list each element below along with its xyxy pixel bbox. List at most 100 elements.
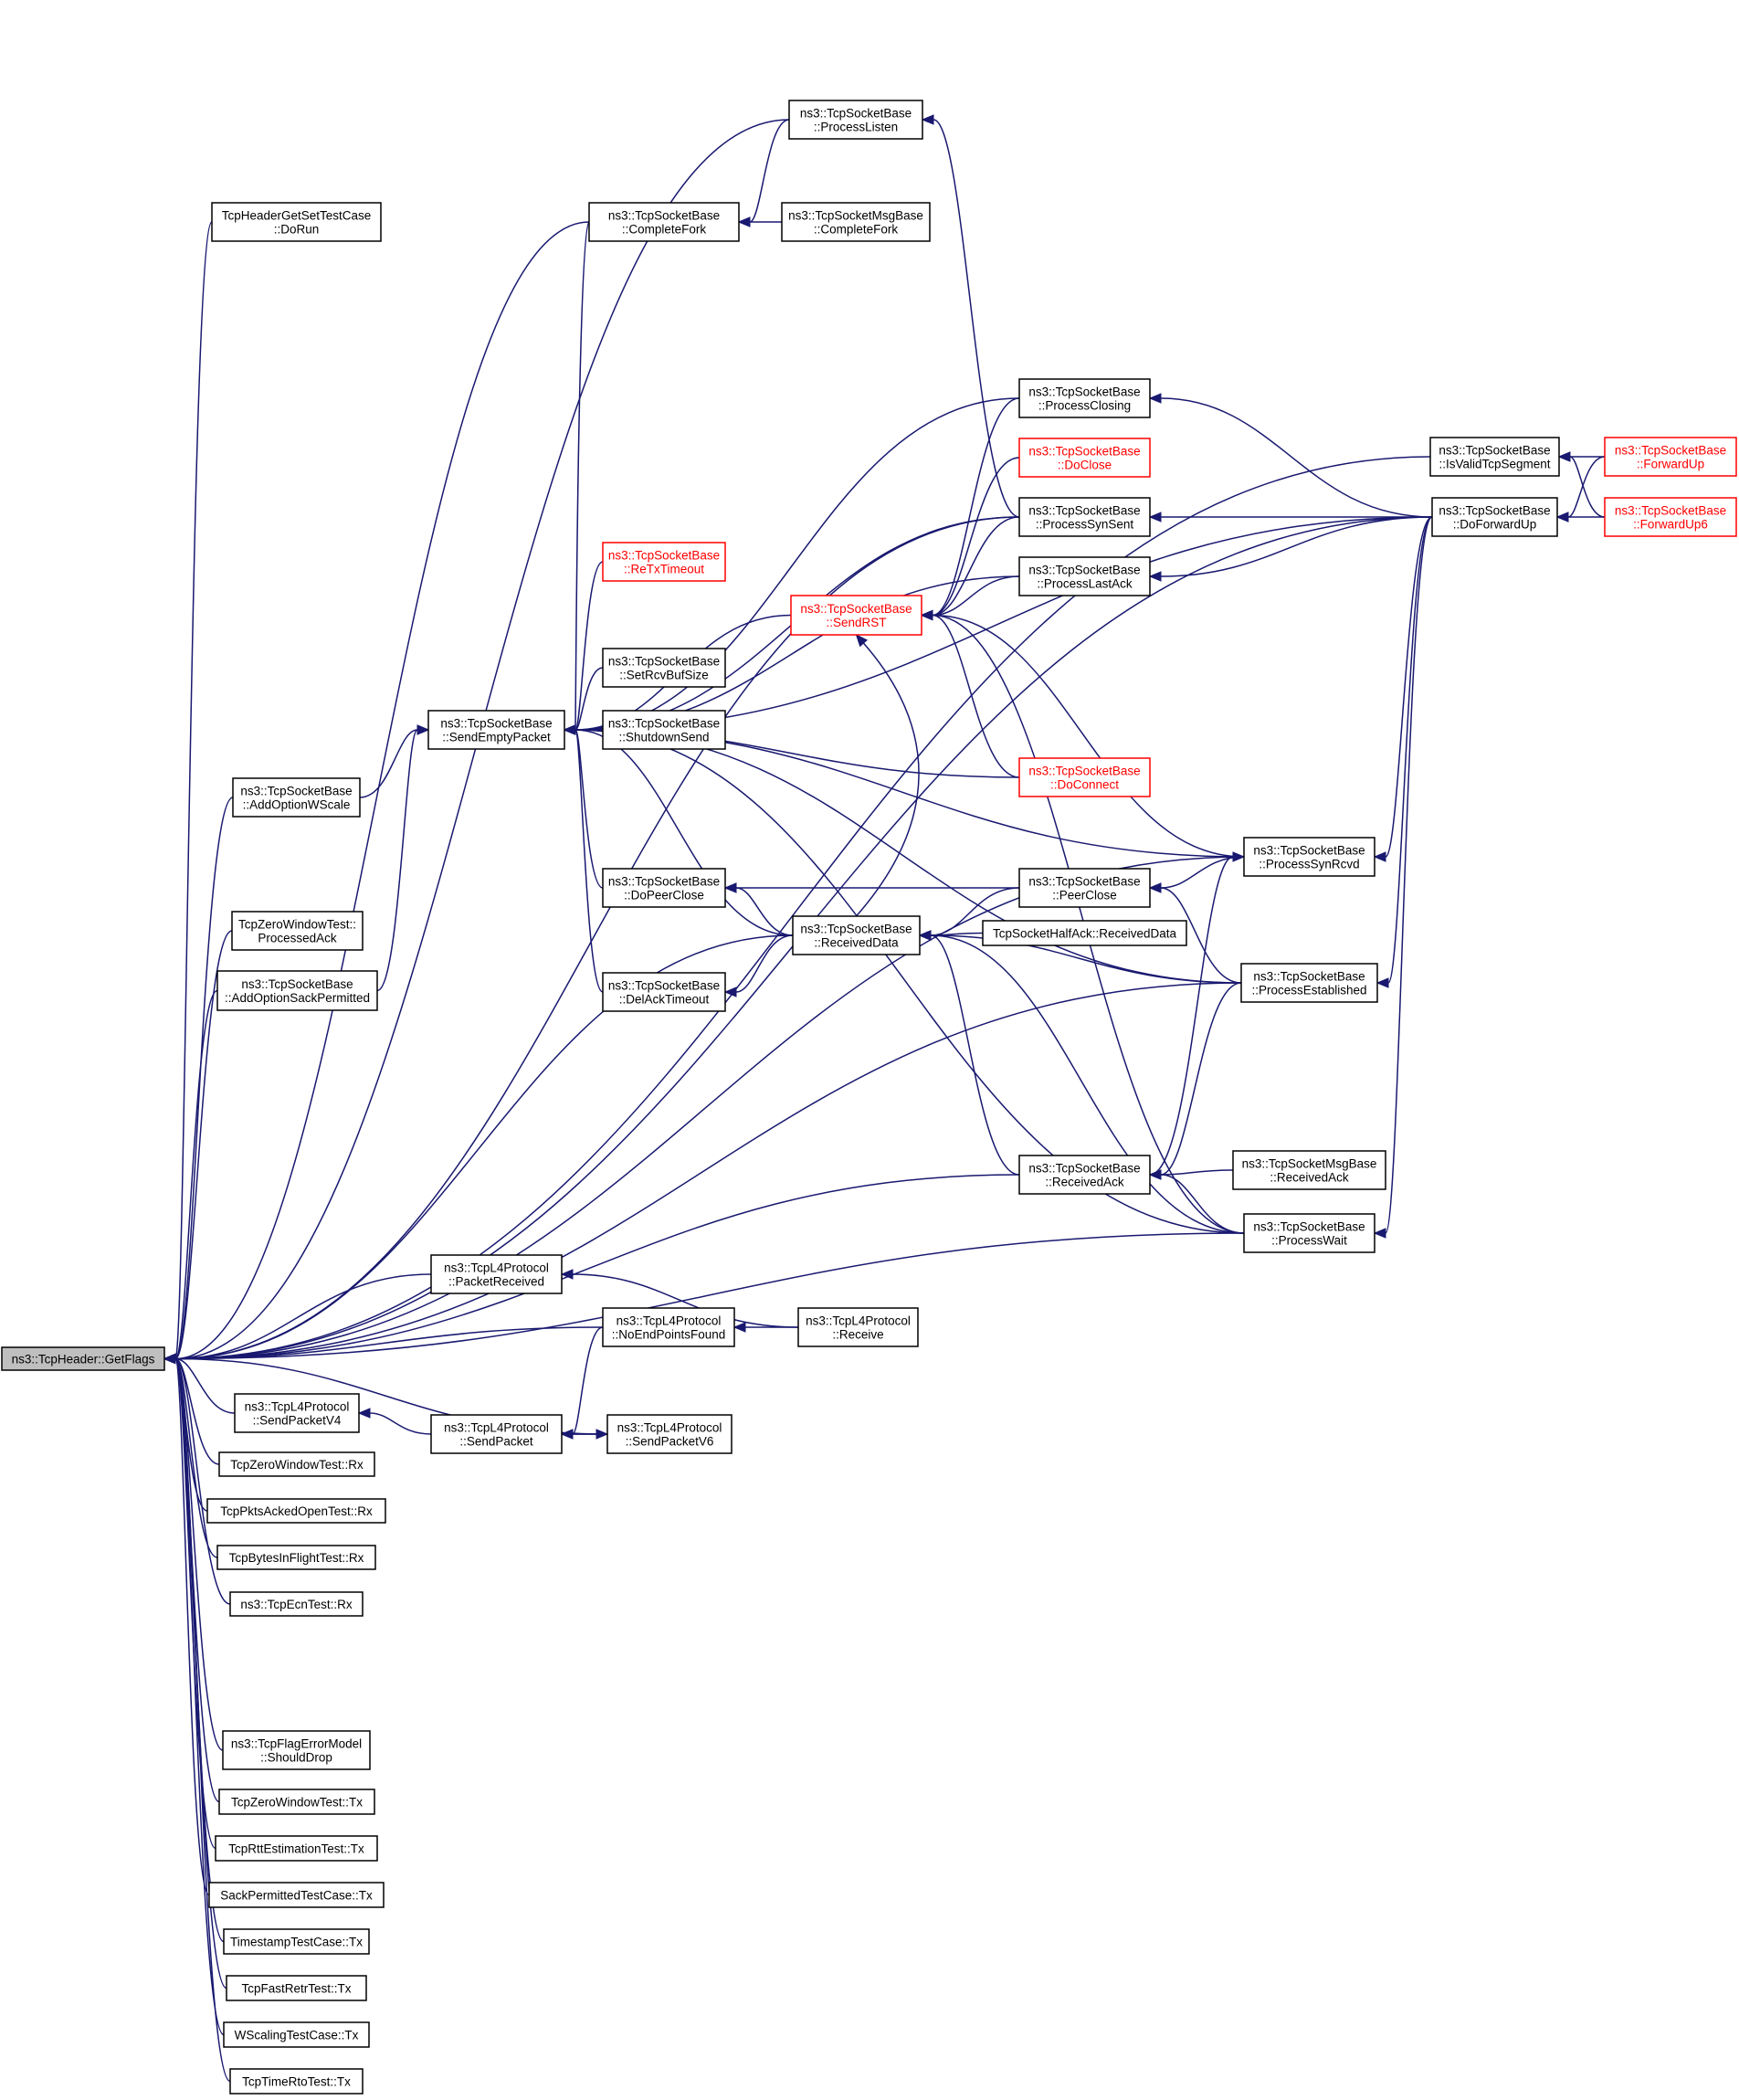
node-retx[interactable]: ns3::TcpSocketBase::ReTxTimeout xyxy=(602,542,726,582)
node-doforwardup[interactable]: ns3::TcpSocketBase::DoForwardUp xyxy=(1431,497,1558,537)
node-sendrst[interactable]: ns3::TcpSocketBase::SendRST xyxy=(790,595,922,636)
node-forwardup6[interactable]: ns3::TcpSocketBase::ForwardUp6 xyxy=(1604,497,1737,537)
node-zwprocack[interactable]: TcpZeroWindowTest::ProcessedAck xyxy=(231,911,364,951)
edge-procwait-to-recvdata xyxy=(918,930,1245,1234)
node-zwrx[interactable]: TcpZeroWindowTest::Rx xyxy=(218,1451,375,1477)
node-sendv4[interactable]: ns3::TcpL4Protocol::SendPacketV4 xyxy=(234,1393,360,1433)
node-procest[interactable]: ns3::TcpSocketBase::ProcessEstablished xyxy=(1240,963,1378,1003)
edge-rtttx-to-getflags xyxy=(163,1353,216,1850)
node-box xyxy=(226,1975,367,2001)
node-completefork[interactable]: ns3::TcpSocketBase::CompleteFork xyxy=(588,202,740,242)
arrowhead-icon xyxy=(732,1322,746,1333)
edge-forwardup6-to-doforwardup xyxy=(1555,512,1606,522)
node-getflags[interactable]: ns3::TcpHeader::GetFlags xyxy=(1,1346,165,1371)
node-label: ns3::TcpL4Protocol xyxy=(806,1314,911,1328)
node-setrcvbuf[interactable]: ns3::TcpSocketBase::SetRcvBufSize xyxy=(602,648,726,688)
node-label: ::SendPacketV4 xyxy=(253,1414,342,1428)
arrowhead-icon xyxy=(1373,851,1386,862)
node-label: ::IsValidTcpSegment xyxy=(1439,458,1550,471)
edge-peerclose-to-dopeerclose xyxy=(723,882,1019,893)
node-label: ::ForwardUp6 xyxy=(1633,518,1708,532)
node-rtotx[interactable]: TcpTimeRtoTest::Tx xyxy=(229,2068,364,2095)
node-label: ::ShouldDrop xyxy=(260,1751,332,1765)
node-zwtx[interactable]: TcpZeroWindowTest::Tx xyxy=(218,1789,375,1815)
node-sendempty[interactable]: ns3::TcpSocketBase::SendEmptyPacket xyxy=(427,710,565,750)
edge-recvack-to-procsynrcvd xyxy=(1149,851,1246,1176)
node-label: ns3::TcpEcnTest::Rx xyxy=(240,1598,353,1611)
node-sendv6[interactable]: ns3::TcpL4Protocol::SendPacketV6 xyxy=(606,1414,732,1454)
node-addsack[interactable]: ns3::TcpSocketBase::AddOptionSackPermitt… xyxy=(216,970,378,1011)
arrowhead-icon xyxy=(1557,451,1571,462)
node-recvdata[interactable]: ns3::TcpSocketBase::ReceivedData xyxy=(792,915,921,955)
node-sacktx[interactable]: SackPermittedTestCase::Tx xyxy=(208,1882,385,1908)
node-box xyxy=(222,1730,371,1770)
node-tstx[interactable]: TimestampTestCase::Tx xyxy=(223,1928,370,1955)
node-shutdownsend[interactable]: ns3::TcpSocketBase::ShutdownSend xyxy=(602,710,726,750)
node-packetrecv[interactable]: ns3::TcpL4Protocol::PacketReceived xyxy=(430,1254,563,1294)
node-box xyxy=(602,542,726,582)
node-procsynrcvd[interactable]: ns3::TcpSocketBase::ProcessSynRcvd xyxy=(1243,837,1375,877)
node-noendpoints[interactable]: ns3::TcpL4Protocol::NoEndPointsFound xyxy=(602,1307,735,1347)
node-procwait[interactable]: ns3::TcpSocketBase::ProcessWait xyxy=(1243,1213,1375,1253)
node-fastretx[interactable]: TcpFastRetrTest::Tx xyxy=(226,1975,367,2001)
node-bifrx[interactable]: TcpBytesInFlightTest::Rx xyxy=(216,1545,376,1570)
node-label: TimestampTestCase::Tx xyxy=(230,1936,363,1949)
edge-doclose-to-sendrst xyxy=(920,457,1020,621)
node-box xyxy=(232,777,361,818)
node-procsynsent[interactable]: ns3::TcpSocketBase::ProcessSynSent xyxy=(1018,497,1151,537)
node-box xyxy=(229,2068,364,2095)
node-box xyxy=(1604,437,1737,477)
node-label: ::ReTxTimeout xyxy=(624,563,704,576)
node-delack[interactable]: ns3::TcpSocketBase::DelAckTimeout xyxy=(602,972,726,1012)
node-msgfork[interactable]: ns3::TcpSocketMsgBase::CompleteFork xyxy=(781,202,931,242)
node-proclastack[interactable]: ns3::TcpSocketBase::ProcessLastAck xyxy=(1018,556,1151,596)
node-label: TcpFastRetrTest::Tx xyxy=(241,1982,351,1996)
node-addwscale[interactable]: ns3::TcpSocketBase::AddOptionWScale xyxy=(232,777,361,818)
node-forwardup[interactable]: ns3::TcpSocketBase::ForwardUp xyxy=(1604,437,1737,477)
node-label: WScalingTestCase::Tx xyxy=(235,2029,359,2042)
node-label: ns3::TcpSocketBase xyxy=(1028,875,1140,889)
edge-procsynsent-to-processlisten xyxy=(921,114,1020,518)
node-l4receive[interactable]: ns3::TcpL4Protocol::Receive xyxy=(797,1307,919,1347)
node-wstx[interactable]: WScalingTestCase::Tx xyxy=(223,2021,370,2048)
arrowhead-icon xyxy=(1375,977,1389,988)
node-sendpacket[interactable]: ns3::TcpL4Protocol::SendPacket xyxy=(430,1414,563,1454)
arrowhead-icon xyxy=(1148,393,1162,404)
edge-forwardup-to-doforwardup xyxy=(1555,456,1606,522)
node-label: ::AddOptionSackPermitted xyxy=(225,991,370,1005)
node-label: ns3::TcpSocketBase xyxy=(608,875,720,889)
node-label: ::ProcessClosing xyxy=(1038,399,1131,413)
node-headertest[interactable]: TcpHeaderGetSetTestCase::DoRun xyxy=(211,202,382,242)
node-pktsrx[interactable]: TcpPktsAckedOpenTest::Rx xyxy=(206,1498,386,1524)
node-label: ns3::TcpSocketMsgBase xyxy=(1242,1157,1377,1171)
node-recvack[interactable]: ns3::TcpSocketBase::ReceivedAck xyxy=(1018,1155,1151,1195)
node-processlisten[interactable]: ns3::TcpSocketBase::ProcessListen xyxy=(788,100,923,140)
node-label: ns3::TcpSocketBase xyxy=(1253,1220,1365,1234)
edge-completefork-to-getflags xyxy=(163,221,590,1365)
edge-doforwardup-to-procclosing xyxy=(1148,393,1433,518)
node-dopeerclose[interactable]: ns3::TcpSocketBase::DoPeerClose xyxy=(602,868,726,908)
node-doconnect[interactable]: ns3::TcpSocketBase::DoConnect xyxy=(1018,757,1151,797)
node-msgrecvack[interactable]: ns3::TcpSocketMsgBase::ReceivedAck xyxy=(1232,1150,1386,1190)
node-label: ns3::TcpSocketBase xyxy=(608,209,720,223)
node-label: ::DoRun xyxy=(274,223,320,237)
node-halfack[interactable]: TcpSocketHalfAck::ReceivedData xyxy=(982,920,1187,946)
node-ecnrx[interactable]: ns3::TcpEcnTest::Rx xyxy=(229,1591,364,1617)
node-label: ::DoPeerClose xyxy=(624,889,704,902)
edge-setrcvbuf-to-sendempty xyxy=(563,667,604,735)
node-box xyxy=(1429,437,1560,477)
node-box xyxy=(1243,837,1375,877)
node-flagerr[interactable]: ns3::TcpFlagErrorModel::ShouldDrop xyxy=(222,1730,371,1770)
node-peerclose[interactable]: ns3::TcpSocketBase::PeerClose xyxy=(1018,868,1151,908)
node-rtttx[interactable]: TcpRttEstimationTest::Tx xyxy=(215,1835,378,1862)
edge-wstx-to-getflags xyxy=(163,1353,225,2036)
arrowhead-icon xyxy=(163,1353,176,1365)
arrowhead-icon xyxy=(1373,1228,1386,1239)
node-label: ::DoConnect xyxy=(1050,778,1119,792)
node-doclose[interactable]: ns3::TcpSocketBase::DoClose xyxy=(1018,438,1151,478)
arrowhead-icon xyxy=(723,987,737,997)
node-box xyxy=(218,1789,375,1815)
node-procclosing[interactable]: ns3::TcpSocketBase::ProcessClosing xyxy=(1018,378,1151,418)
node-label: ::ReceivedData xyxy=(814,936,899,950)
node-isvalid[interactable]: ns3::TcpSocketBase::IsValidTcpSegment xyxy=(1429,437,1560,477)
